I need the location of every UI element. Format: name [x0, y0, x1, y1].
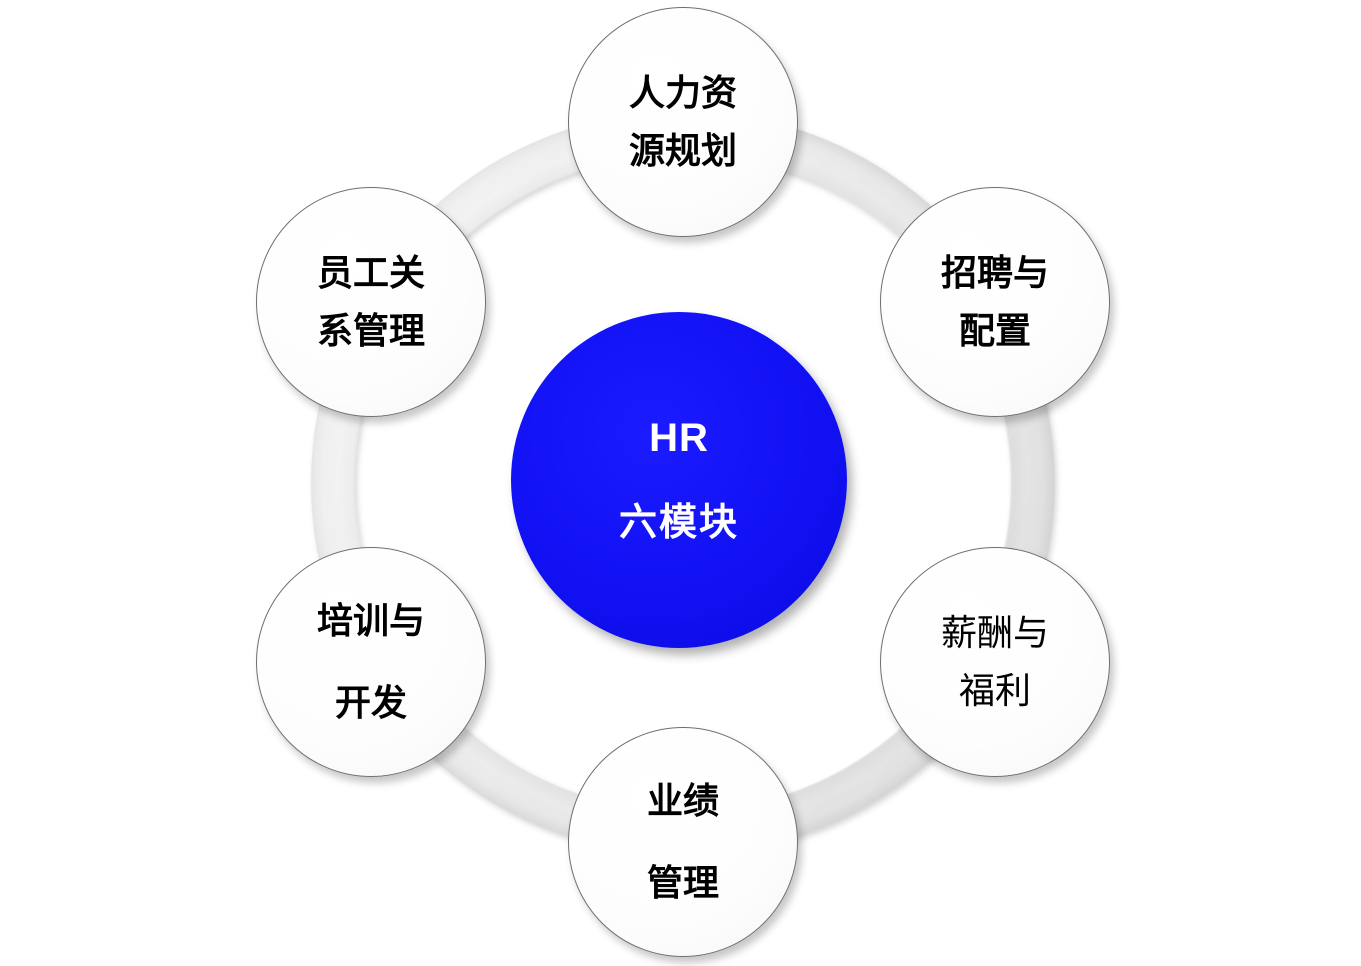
node-label-line2: 源规划: [628, 130, 737, 171]
node-label-line2: 配置: [958, 310, 1031, 351]
node-employee-relations[interactable]: 员工关 系管理: [256, 187, 486, 417]
node-label-line1: 员工关: [316, 252, 425, 293]
center-hub-node[interactable]: HR 六模块: [511, 312, 847, 648]
node-training-development[interactable]: 培训与 开发: [256, 547, 486, 777]
node-label-line1: 业绩: [646, 780, 719, 821]
node-label-line2: 管理: [646, 862, 719, 903]
node-recruitment-allocation[interactable]: 招聘与 配置: [880, 187, 1110, 417]
node-label-line2: 系管理: [316, 310, 425, 351]
node-hr-planning[interactable]: 人力资 源规划: [568, 7, 798, 237]
node-label-line1: 人力资: [628, 72, 737, 113]
node-label-line1: 薪酬与: [940, 612, 1049, 653]
node-compensation-benefits[interactable]: 薪酬与 福利: [880, 547, 1110, 777]
node-performance-management[interactable]: 业绩 管理: [568, 727, 798, 957]
node-label-line1: 招聘与: [940, 252, 1049, 293]
node-label-line1: 培训与: [316, 600, 425, 641]
node-label-line2: 福利: [958, 670, 1031, 711]
node-label-line2: 开发: [334, 682, 407, 723]
hub-label-line1: HR: [649, 416, 709, 460]
hub-label-line2: 六模块: [618, 502, 739, 544]
